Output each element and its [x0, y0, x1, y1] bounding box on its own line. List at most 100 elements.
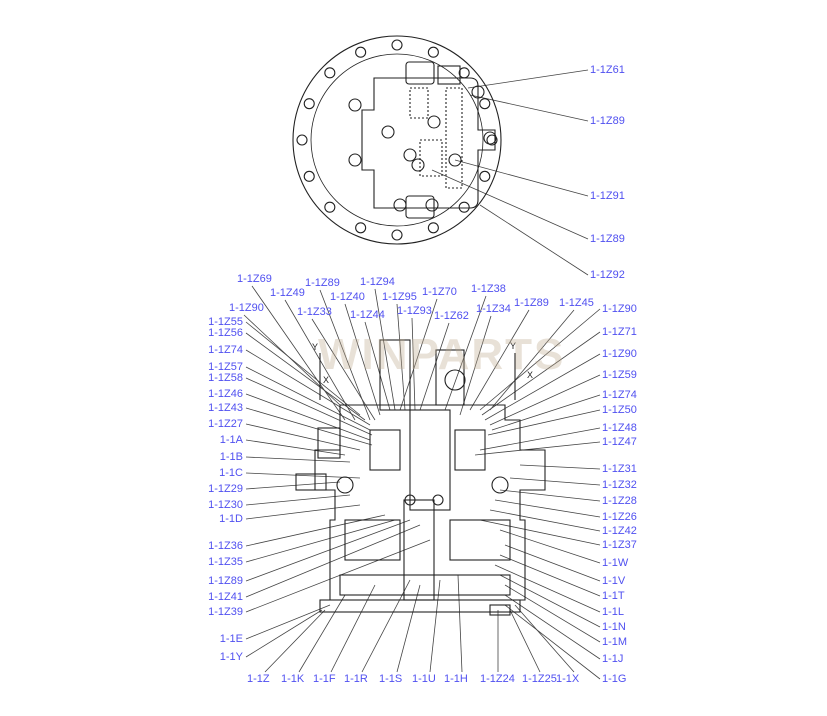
part-label: 1-1Z90: [602, 303, 637, 315]
part-label: 1-1S: [379, 673, 403, 685]
leader-line: [245, 481, 341, 490]
part-label: 1-1M: [602, 636, 628, 648]
leader-line: [251, 285, 346, 421]
part-label: 1-1R: [344, 673, 368, 685]
leader-line: [484, 353, 601, 421]
part-label: 1-1Z38: [471, 283, 506, 295]
leader-line: [429, 579, 441, 673]
leader-line: [245, 472, 361, 479]
leader-line: [499, 574, 601, 628]
leader-line: [474, 441, 601, 456]
part-label: 1-1Z49: [270, 287, 305, 299]
leader-line: [504, 604, 601, 680]
part-label: 1-1Z89: [590, 115, 625, 127]
leader-line: [479, 519, 601, 546]
leader-line: [504, 594, 601, 660]
part-label: 1-1Z55: [208, 316, 243, 328]
leader-line: [444, 295, 487, 411]
leader-line: [514, 604, 575, 673]
part-label: 1-1Z56: [208, 327, 243, 339]
section-view: [295, 339, 546, 616]
part-label: 1-1Z32: [602, 479, 637, 491]
leader-line: [469, 309, 530, 411]
leader-line: [245, 349, 371, 426]
part-label: 1-1A: [219, 434, 243, 446]
leader-line: [298, 594, 346, 673]
leader-line: [245, 321, 361, 416]
leader-line: [481, 331, 601, 416]
part-label: 1-1Z: [247, 673, 270, 685]
part-label: 1-1Z61: [590, 64, 625, 76]
part-label: 1-1Z89: [590, 233, 625, 245]
axis-mark: Y: [510, 341, 516, 351]
leader-line: [245, 519, 411, 582]
leader-line: [487, 409, 601, 436]
part-label: 1-1J: [602, 653, 624, 665]
top-view-flange: [292, 35, 502, 245]
part-label: 1-1Z48: [602, 422, 637, 434]
leader-line: [489, 509, 601, 532]
part-label: 1-1Z74: [602, 389, 637, 401]
part-label: 1-1Z26: [602, 511, 637, 523]
part-label: 1-1T: [602, 590, 625, 602]
leader-line: [494, 564, 601, 613]
part-label: 1-1C: [219, 467, 243, 479]
leader-line: [467, 69, 589, 89]
leader-line: [364, 321, 391, 411]
leader-line: [245, 456, 351, 463]
leader-line: [479, 204, 589, 276]
part-label: 1-1Z44: [350, 309, 385, 321]
leader-line: [245, 407, 373, 446]
leader-line: [396, 303, 406, 411]
leader-line: [479, 308, 601, 411]
part-label: 1-1Z35: [208, 556, 243, 568]
part-label: 1-1Z95: [382, 291, 417, 303]
leader-line: [499, 529, 601, 564]
leader-line: [245, 366, 371, 431]
leader-line: [411, 317, 416, 411]
part-label: 1-1F: [313, 673, 336, 685]
leader-line: [245, 539, 431, 613]
leader-line: [499, 489, 601, 502]
leader-line: [245, 494, 351, 506]
part-label: 1-1Z37: [602, 539, 637, 551]
leader-line: [494, 499, 601, 518]
leader-line: [459, 315, 492, 416]
leader-line: [509, 477, 601, 486]
part-label: 1-1Z89: [208, 575, 243, 587]
part-label: 1-1Z58: [208, 372, 243, 384]
part-label: 1-1Z69: [237, 273, 272, 285]
part-label: 1-1D: [219, 513, 243, 525]
part-label: 1-1Z59: [602, 369, 637, 381]
axis-mark: Y: [312, 342, 318, 352]
part-label: 1-1G: [602, 673, 627, 685]
part-label: 1-1Z71: [602, 326, 637, 338]
leader-line: [489, 374, 601, 426]
leader-line: [399, 298, 438, 411]
leader-line: [245, 504, 361, 520]
leader-line: [245, 439, 346, 456]
leader-line: [519, 464, 601, 470]
part-label: 1-1U: [412, 673, 436, 685]
axis-mark: X: [323, 375, 329, 385]
part-label: 1-1X: [556, 673, 580, 685]
leader-line: [361, 579, 411, 673]
axis-mark: X: [527, 370, 533, 380]
leader-line: [469, 94, 589, 122]
part-label: 1-1Z31: [602, 463, 637, 475]
part-label: 1-1Z41: [208, 591, 243, 603]
leader-line: [264, 609, 326, 673]
part-label: 1-1Z47: [602, 436, 637, 448]
watermark-logo: WINPARTS: [318, 330, 566, 379]
part-label: 1-1Y: [219, 651, 243, 663]
leader-line: [491, 394, 601, 431]
part-label: 1-1Z89: [305, 277, 340, 289]
leader-line: [419, 322, 450, 411]
part-label: 1-1V: [602, 575, 626, 587]
part-label: 1-1Z90: [602, 348, 637, 360]
part-label: 1-1Z33: [297, 306, 332, 318]
leader-line: [245, 524, 421, 598]
leader-line: [245, 377, 373, 436]
part-label: 1-1Z43: [208, 402, 243, 414]
